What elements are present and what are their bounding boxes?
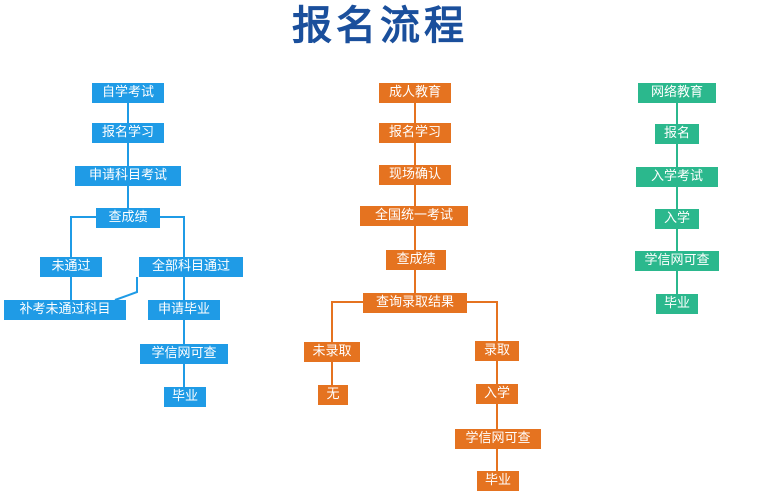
node-online-edu-register: 报名: [655, 124, 699, 144]
node-adult-edu-confirm: 现场确认: [379, 165, 451, 185]
node-self-study-graduate: 毕业: [164, 387, 206, 407]
node-online-edu-chsi-check: 学信网可查: [635, 251, 719, 271]
node-adult-edu-none: 无: [318, 385, 348, 405]
node-self-study-apply-exam: 申请科目考试: [75, 166, 181, 186]
node-adult-edu-not-admitted: 未录取: [304, 342, 360, 362]
node-online-edu-entrance-exam: 入学考试: [636, 167, 718, 187]
node-adult-edu-start: 成人教育: [379, 83, 451, 103]
node-adult-edu-enroll: 入学: [476, 384, 518, 404]
node-adult-edu-graduate: 毕业: [477, 471, 519, 491]
node-online-edu-graduate: 毕业: [656, 294, 698, 314]
node-adult-edu-check-result: 查询录取结果: [363, 293, 467, 313]
node-adult-edu-register: 报名学习: [379, 123, 451, 143]
node-self-study-check-score: 查成绩: [96, 208, 160, 228]
node-self-study-retake: 补考未通过科目: [4, 300, 126, 320]
node-self-study-apply-graduate: 申请毕业: [148, 300, 220, 320]
node-online-edu-enroll: 入学: [655, 209, 699, 229]
node-self-study-register: 报名学习: [92, 123, 164, 143]
node-adult-edu-national-exam: 全国统一考试: [360, 206, 468, 226]
page-title: 报名流程: [292, 3, 468, 49]
node-adult-edu-check-score: 查成绩: [386, 250, 446, 270]
node-self-study-not-passed: 未通过: [40, 257, 102, 277]
node-self-study-all-passed: 全部科目通过: [139, 257, 243, 277]
node-self-study-start: 自学考试: [92, 83, 164, 103]
self-study-connectors: [70, 103, 185, 387]
node-self-study-chsi-check: 学信网可查: [140, 344, 228, 364]
node-adult-edu-admitted: 录取: [475, 341, 519, 361]
node-adult-edu-chsi-check: 学信网可查: [455, 429, 541, 449]
node-online-edu-start: 网络教育: [638, 83, 716, 103]
adult-edu-connectors: [331, 103, 498, 471]
